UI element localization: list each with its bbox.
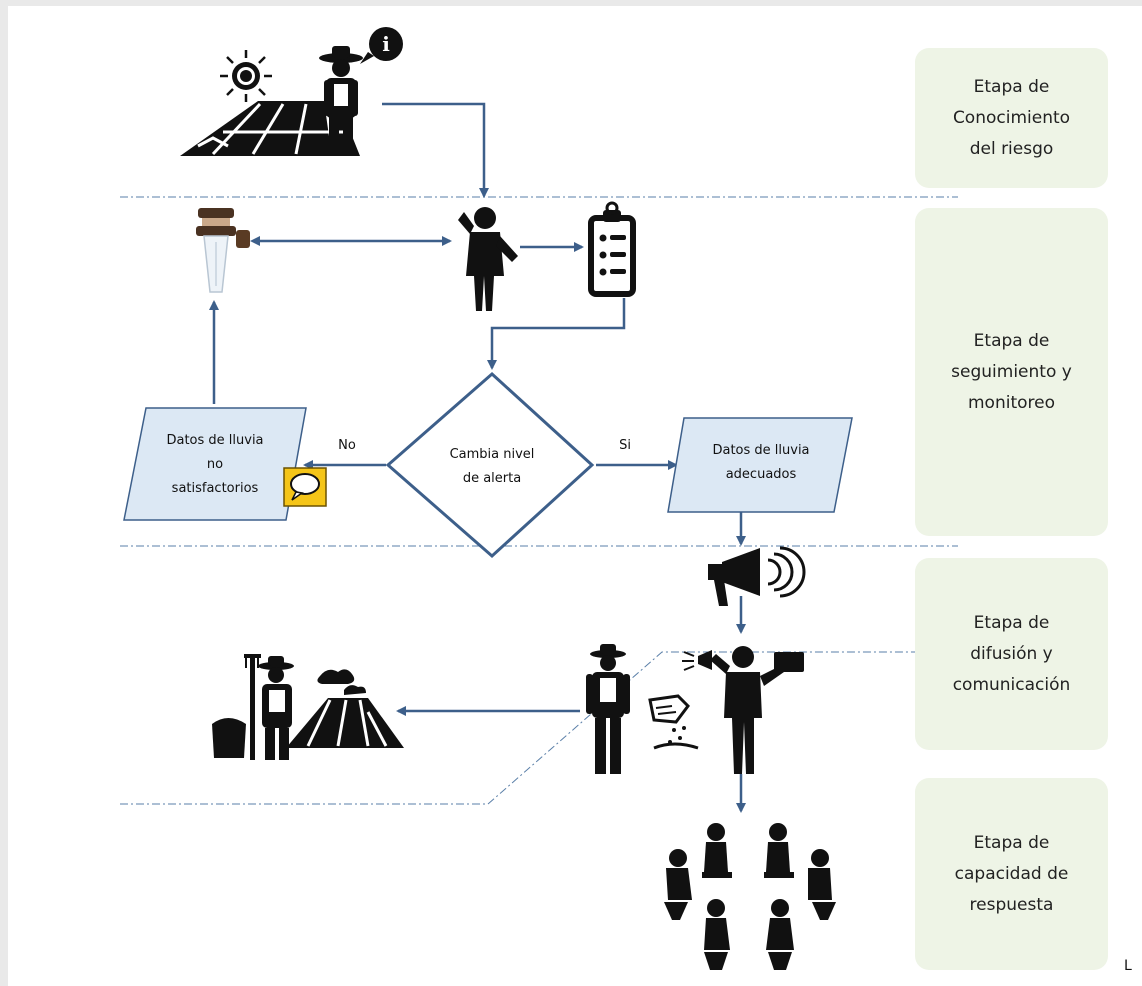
stage-label: Etapa de Conocimiento del riesgo [952,76,1071,159]
clipboard-checklist-icon [588,201,636,297]
meeting-person-2 [764,823,794,878]
announcer-icon [682,646,804,774]
thinking-person-icon [458,207,518,311]
sun-icon [220,50,272,102]
unsatisfactory-data-box [123,407,307,521]
stage-label: Etapa de difusión y comunicación [952,612,1071,695]
farmer-field-icon [212,654,404,760]
adequate-data-box [667,417,853,513]
arrow-awareness-to-monitoring [382,102,489,198]
farmer-listener-icon [586,644,630,774]
page: i [8,6,1142,986]
stage-response-capacity: Etapa de capacidad de respuesta [915,778,1108,970]
group-meeting-icon [664,823,836,970]
hand-seeds-icon [648,694,699,750]
meeting-person-1 [702,823,732,878]
decision-label: Cambia nivel de alerta [449,447,535,486]
flow-connectors [209,102,746,813]
no-label: No [338,438,356,453]
unsatisfactory-data-label: Datos de lluvia no satisfactorios [166,433,264,496]
adequate-data-label: Datos de lluvia adecuados [712,443,810,482]
farmer-icon [319,46,363,156]
info-icon: i [360,27,403,64]
meeting-person-6 [766,899,794,970]
stage-dissemination: Etapa de difusión y comunicación [915,558,1108,750]
yes-label: Si [619,438,631,453]
stage-label: Etapa de capacidad de respuesta [954,832,1069,915]
stage-label: Etapa de seguimiento y monitoreo [951,330,1072,413]
decision-diamond [385,371,595,559]
megaphone-icon [708,546,806,606]
corner-letter: L [1124,958,1132,974]
stage-risk-knowledge: Etapa de Conocimiento del riesgo [915,48,1108,188]
meeting-person-3 [664,849,692,920]
stage-monitoring: Etapa de seguimiento y monitoreo [915,208,1108,536]
svg-text:i: i [382,32,390,56]
speech-bubble-icon [283,467,327,507]
flow-diagram: i [120,27,958,970]
rain-gauge-icon [196,208,250,293]
meeting-person-4 [808,849,836,920]
arrow-clipboard-to-decision [487,298,626,370]
meeting-person-5 [704,899,730,970]
